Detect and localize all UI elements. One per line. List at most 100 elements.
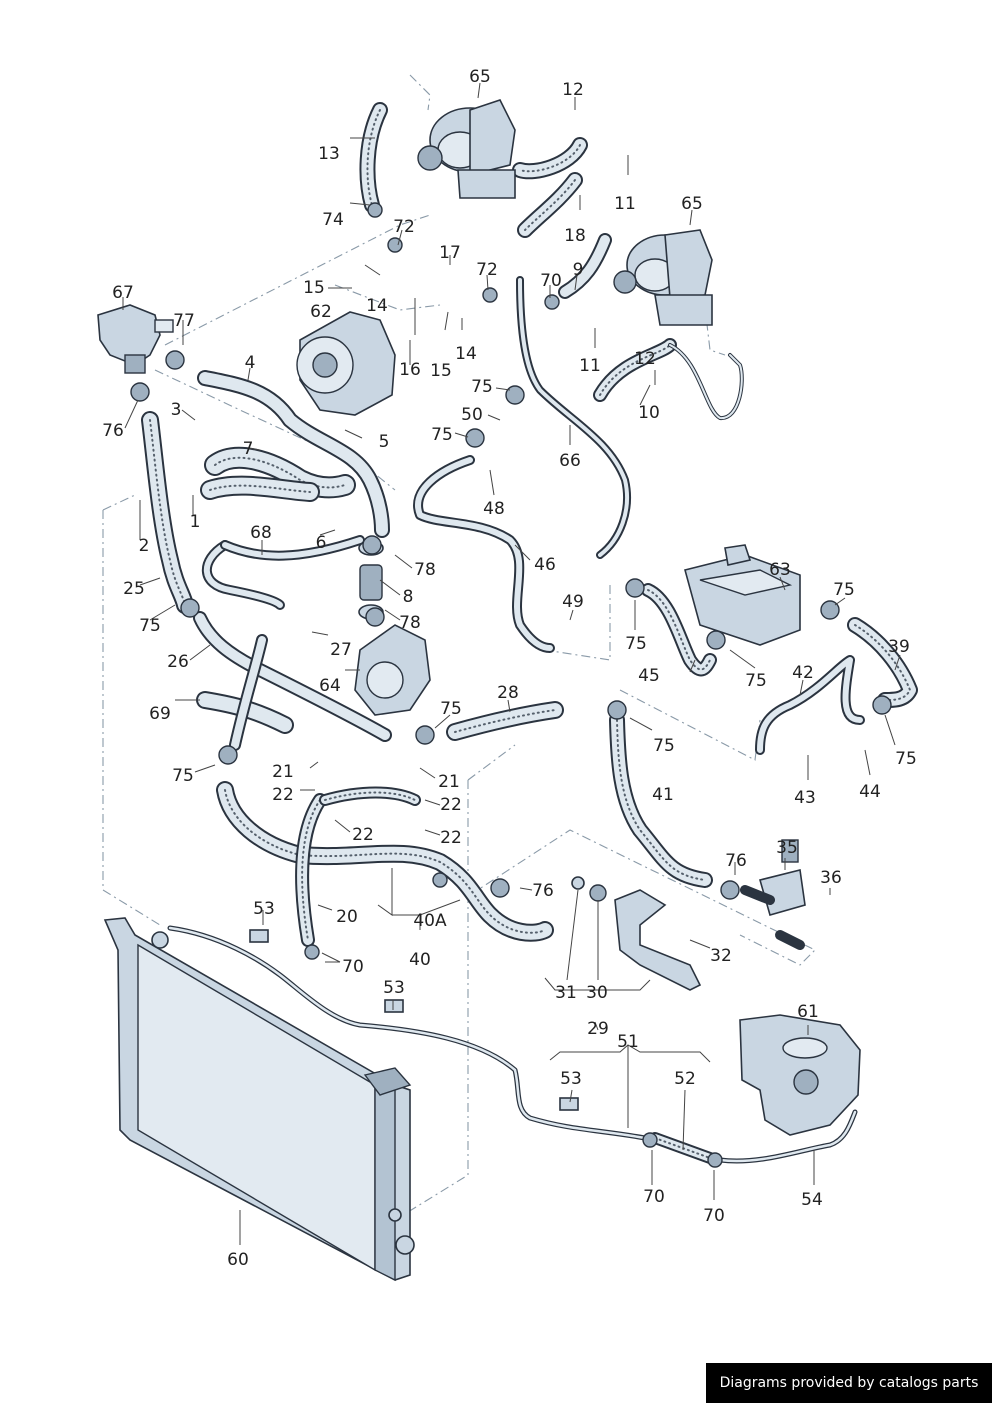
callout-20: 20	[336, 907, 358, 927]
callout-21: 21	[272, 762, 294, 782]
callout-76: 76	[102, 421, 124, 441]
callout-8: 8	[403, 587, 414, 607]
callout-62: 62	[310, 302, 332, 322]
callout-6: 6	[316, 533, 327, 553]
callout-75: 75	[471, 377, 493, 397]
callout-22: 22	[440, 795, 462, 815]
callout-48: 48	[483, 499, 505, 519]
callout-30: 30	[586, 983, 608, 1003]
callout-31: 31	[555, 983, 577, 1003]
callout-70: 70	[643, 1187, 665, 1207]
hoses	[141, 102, 918, 1164]
callout-66: 66	[559, 451, 581, 471]
callout-78: 78	[399, 613, 421, 633]
callout-18: 18	[564, 226, 586, 246]
callout-13: 13	[318, 144, 340, 164]
callout-69: 69	[149, 704, 171, 724]
callout-14: 14	[455, 344, 477, 364]
auxiliary-pump-67	[97, 304, 174, 374]
callout-11: 11	[579, 356, 601, 376]
callout-72: 72	[393, 217, 415, 237]
callout-75: 75	[172, 766, 194, 786]
callout-53: 53	[253, 899, 275, 919]
callout-72: 72	[476, 260, 498, 280]
callout-labels: 65 12 13 11 65 74 72 18 17 72 9 70 15 14…	[102, 67, 917, 1270]
callout-42: 42	[792, 663, 814, 683]
callout-41: 41	[652, 785, 674, 805]
callout-14: 14	[366, 296, 388, 316]
callout-70: 70	[540, 271, 562, 291]
callout-5: 5	[379, 432, 390, 452]
callout-25: 25	[123, 579, 145, 599]
callout-74: 74	[322, 210, 344, 230]
callout-75: 75	[745, 671, 767, 691]
oil-cooler	[684, 544, 801, 646]
callout-67: 67	[112, 283, 134, 303]
callout-39: 39	[888, 637, 910, 657]
callout-15: 15	[430, 361, 452, 381]
callout-44: 44	[859, 782, 881, 802]
callout-50: 50	[461, 405, 483, 425]
callout-1: 1	[190, 512, 201, 532]
callout-64: 64	[319, 676, 341, 696]
callout-52: 52	[674, 1069, 696, 1089]
callout-75: 75	[895, 749, 917, 769]
callout-78: 78	[414, 560, 436, 580]
callout-46: 46	[534, 555, 556, 575]
callout-22: 22	[352, 825, 374, 845]
callout-53: 53	[560, 1069, 582, 1089]
callout-2: 2	[139, 536, 150, 556]
callout-70: 70	[342, 957, 364, 977]
callout-75: 75	[653, 736, 675, 756]
callout-75: 75	[431, 425, 453, 445]
callout-9: 9	[573, 260, 584, 280]
callout-35: 35	[776, 838, 798, 858]
callout-21: 21	[438, 772, 460, 792]
watermark-text: Diagrams provided by catalogs parts	[719, 1375, 979, 1391]
callout-10: 10	[638, 403, 660, 423]
callout-65: 65	[681, 194, 703, 214]
callout-45: 45	[638, 666, 660, 686]
callout-53: 53	[383, 978, 405, 998]
bracket-30	[571, 876, 702, 991]
watermark-banner: Diagrams provided by catalogs parts	[706, 1363, 992, 1403]
callout-16: 16	[399, 360, 421, 380]
callout-3: 3	[171, 400, 182, 420]
valve-35	[740, 839, 806, 950]
callout-75: 75	[440, 699, 462, 719]
callout-15: 15	[303, 278, 325, 298]
callout-77: 77	[173, 311, 195, 331]
callout-75: 75	[139, 616, 161, 636]
callout-60: 60	[227, 1250, 249, 1270]
alternator	[296, 311, 396, 416]
callout-27: 27	[330, 640, 352, 660]
clamps	[130, 202, 892, 1168]
components	[97, 99, 892, 1168]
callout-7: 7	[243, 439, 254, 459]
callout-63: 63	[769, 560, 791, 580]
callout-43: 43	[794, 788, 816, 808]
expansion-tank	[739, 1014, 861, 1136]
leader-lines	[122, 82, 901, 1245]
callout-22: 22	[440, 828, 462, 848]
callout-51: 51	[617, 1032, 639, 1052]
callout-65: 65	[469, 67, 491, 87]
radiator	[103, 917, 415, 1282]
turbocharger-upper	[417, 99, 516, 199]
callout-40A: 40A	[413, 911, 447, 931]
callout-26: 26	[167, 652, 189, 672]
callout-75: 75	[625, 634, 647, 654]
turbocharger-lower	[613, 229, 713, 326]
callout-76: 76	[532, 881, 554, 901]
callout-36: 36	[820, 868, 842, 888]
callout-11: 11	[614, 194, 636, 214]
callout-17: 17	[439, 243, 461, 263]
callout-54: 54	[801, 1190, 823, 1210]
callout-49: 49	[562, 592, 584, 612]
callout-70: 70	[703, 1206, 725, 1226]
water-pump	[354, 624, 431, 716]
callout-68: 68	[250, 523, 272, 543]
callout-40: 40	[409, 950, 431, 970]
callout-75: 75	[833, 580, 855, 600]
